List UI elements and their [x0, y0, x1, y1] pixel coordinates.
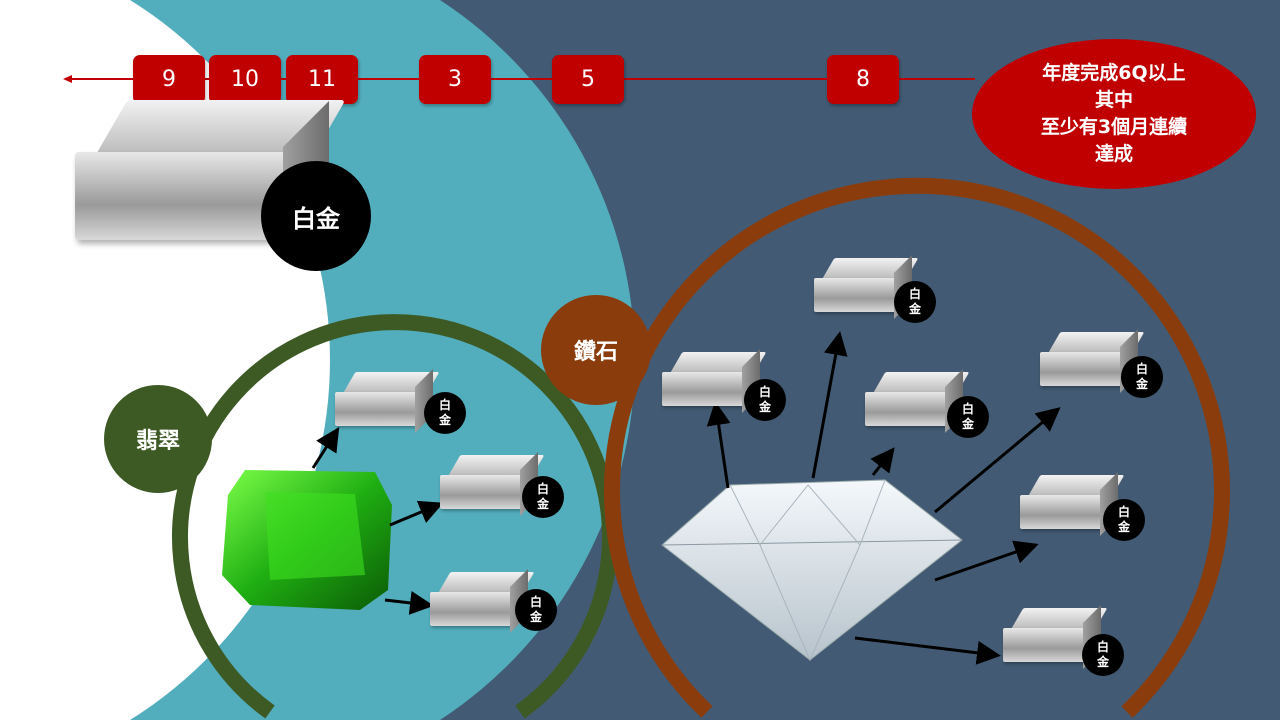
platinum-bar-large-image — [75, 100, 346, 259]
diamond-label: 鑽石 — [541, 295, 651, 405]
platinum-badge: 白金 — [1103, 499, 1145, 541]
arrow — [389, 500, 444, 527]
platinum-label: 白金 — [261, 161, 371, 271]
platinum-badge: 白金 — [424, 392, 466, 434]
platinum-bar-image — [1003, 605, 1108, 669]
month-box-10: 10 — [209, 55, 281, 104]
arrow — [811, 331, 848, 479]
arrow — [706, 401, 731, 489]
timeline-line — [70, 78, 975, 80]
platinum-bar-image — [865, 369, 970, 433]
platinum-bar-image — [335, 369, 440, 433]
platinum-badge: 白金 — [515, 589, 557, 631]
arrow — [934, 540, 1039, 582]
emerald-gem-image — [222, 470, 392, 610]
platinum-bar-image — [430, 569, 535, 633]
emerald-label: 翡翠 — [104, 385, 212, 493]
platinum-badge: 白金 — [894, 281, 936, 323]
month-box-8: 8 — [827, 55, 899, 104]
arrow — [854, 636, 1001, 665]
platinum-bar-image — [814, 255, 919, 319]
arrow — [384, 591, 434, 615]
platinum-bar-image — [440, 452, 545, 516]
arrow — [870, 447, 895, 476]
platinum-badge: 白金 — [744, 379, 786, 421]
diamond-gem-image — [661, 479, 963, 662]
timeline-arrowhead-icon — [63, 75, 72, 83]
arrow — [934, 407, 1061, 514]
platinum-badge: 白金 — [947, 396, 989, 438]
platinum-badge: 白金 — [1082, 634, 1124, 676]
month-box-9: 9 — [133, 55, 205, 104]
platinum-bar-image — [1020, 472, 1125, 536]
emerald-ring — [172, 314, 618, 719]
goal-ellipse: 年度完成6Q以上 其中 至少有3個月連續 達成 — [972, 39, 1256, 189]
platinum-badge: 白金 — [522, 476, 564, 518]
month-box-11: 11 — [286, 55, 358, 104]
arrow — [311, 426, 340, 469]
platinum-bar-image — [662, 349, 767, 413]
platinum-badge: 白金 — [1121, 356, 1163, 398]
month-box-3: 3 — [419, 55, 491, 104]
platinum-bar-image — [1040, 329, 1145, 393]
month-box-5: 5 — [552, 55, 624, 104]
diamond-ring — [604, 177, 1230, 718]
